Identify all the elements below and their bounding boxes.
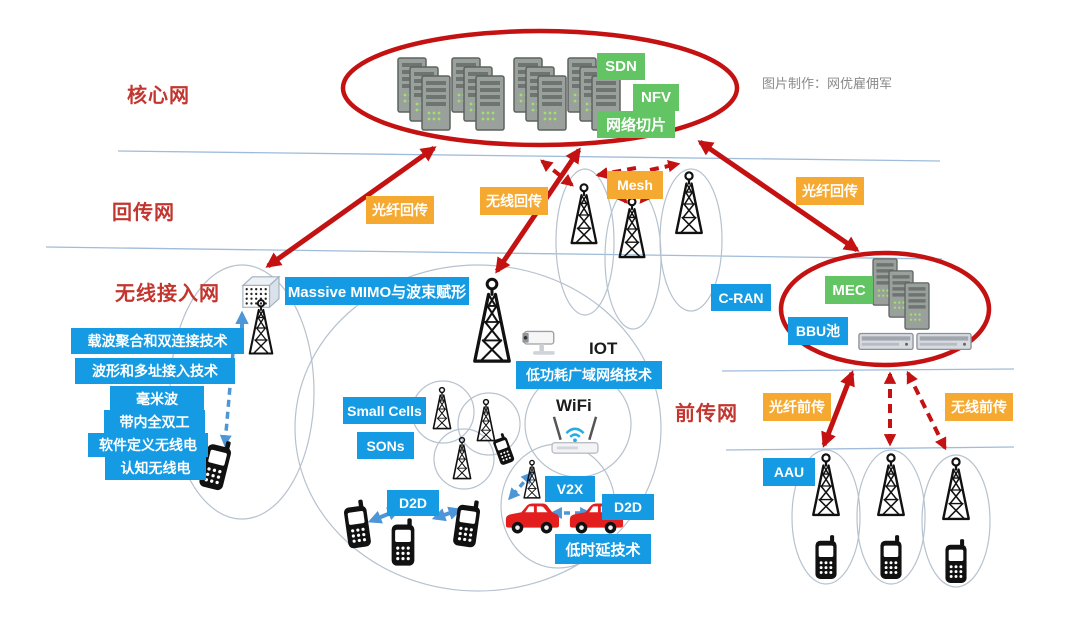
massive-mimo-panel-icon	[242, 276, 280, 308]
tag-sons: SONs	[357, 432, 414, 459]
aau-tower-icon-1	[811, 453, 841, 517]
iot-camera-icon	[521, 330, 556, 356]
cell-circle-smallcell-3	[433, 428, 495, 490]
label-iot: IOT	[589, 339, 618, 358]
tag-wireless-backhaul: 无线回传	[480, 187, 548, 215]
tag-v2x: V2X	[545, 476, 595, 502]
tag-d2d-left: D2D	[387, 490, 439, 516]
core-server-cluster-1	[397, 57, 451, 131]
divider-backhaul-ran	[45, 246, 943, 260]
cell-ellipse-aau-2	[856, 449, 926, 585]
wifi-router-icon	[550, 415, 600, 455]
mec-bbu-ellipse	[778, 250, 992, 368]
mesh-tower-icon-2	[618, 197, 646, 259]
ran-tower-icon-left	[248, 298, 274, 355]
mec-server-cluster	[872, 258, 930, 330]
divider-core-backhaul	[117, 150, 941, 162]
phone-icon-d2d-2	[391, 518, 415, 566]
server-icon	[904, 282, 930, 330]
tag-low-latency: 低时延技术	[555, 534, 651, 564]
cell-ellipse-aau-1	[791, 449, 861, 585]
ran-tower-icon-center	[473, 277, 511, 363]
tag-network-slicing: 网络切片	[597, 111, 675, 138]
tag-waveform-multiaccess: 波形和多址接入技术	[75, 358, 235, 384]
tag-fiber-backhaul-right: 光纤回传	[796, 177, 864, 205]
tag-small-cells: Small Cells	[343, 397, 426, 424]
label-wifi: WiFi	[556, 396, 592, 415]
tag-nfv: NFV	[633, 84, 679, 111]
layer-label-ran: 无线接入网	[115, 283, 220, 305]
cell-ellipse-macro	[294, 264, 662, 592]
tag-aau: AAU	[763, 458, 815, 486]
arrow-core-to-left-tower	[265, 145, 437, 269]
tag-d2d-right: D2D	[602, 494, 654, 520]
divider-fronthaul-aau	[725, 446, 1015, 451]
aau-tower-icon-3	[941, 457, 971, 521]
server-icon	[475, 75, 505, 131]
tag-cognitive-radio: 认知无线电	[105, 456, 206, 480]
mesh-tower-icon-3	[674, 171, 704, 235]
tag-inband-full-duplex: 带内全双工	[104, 410, 205, 434]
car-icon-left	[505, 503, 560, 534]
arrow-mesh-to-core	[540, 159, 574, 187]
tag-sdn: SDN	[597, 53, 645, 80]
tag-cran: C-RAN	[711, 284, 771, 311]
arrow-bbu-to-aau-3	[906, 370, 947, 451]
phone-icon-aau-1	[815, 535, 837, 579]
layer-label-fronthaul: 前传网	[675, 403, 738, 425]
small-cell-tower-icon-3	[452, 436, 472, 480]
tag-lpwan: 低功耗广域网络技术	[516, 361, 662, 389]
server-icon	[537, 75, 567, 131]
divider-ran-fronthaul	[721, 368, 1015, 372]
arrow-bbu-to-aau-1	[821, 370, 855, 448]
bbu-rack-icon	[858, 332, 914, 351]
tag-bbu-pool: BBU池	[788, 317, 848, 345]
core-network-ellipse	[340, 28, 740, 148]
layer-label-backhaul: 回传网	[112, 202, 175, 224]
bbu-rack-icon	[916, 332, 972, 351]
cell-circle-smallcell-2	[457, 392, 521, 456]
tag-massive-mimo: Massive MIMO与波束赋形	[285, 277, 469, 305]
tag-software-radio: 软件定义无线电	[88, 433, 208, 457]
small-cell-tower-icon-1	[432, 386, 452, 430]
small-cell-tower-icon-2	[476, 398, 496, 442]
phone-icon-d2d-3	[452, 498, 482, 548]
phone-icon-aau-3	[945, 539, 967, 583]
tag-wireless-fronthaul: 无线前传	[945, 393, 1013, 421]
mesh-tower-icon-1	[570, 183, 598, 245]
tag-carrier-aggregation: 载波聚合和双连接技术	[71, 328, 244, 354]
credit-watermark: 图片制作：网优雇佣军	[762, 76, 893, 91]
layer-label-core: 核心网	[127, 85, 190, 107]
arrow-core-to-mec	[697, 139, 860, 253]
tag-fiber-backhaul-left: 光纤回传	[366, 196, 434, 224]
phone-icon-aau-2	[880, 535, 902, 579]
core-server-cluster-2	[451, 57, 505, 131]
tag-fiber-fronthaul: 光纤前传	[763, 393, 831, 421]
server-icon	[421, 75, 451, 131]
tag-mec: MEC	[825, 276, 873, 304]
arrow-d2d-phones-2	[431, 506, 463, 522]
tag-mesh: Mesh	[607, 171, 663, 199]
core-server-cluster-3	[513, 57, 567, 131]
tag-mmwave: 毫米波	[110, 386, 204, 411]
v2x-tower-icon	[523, 459, 541, 499]
arrow-mesh-link-right	[649, 160, 681, 173]
cell-ellipse-aau-3	[921, 454, 991, 588]
aau-tower-icon-2	[876, 453, 906, 517]
